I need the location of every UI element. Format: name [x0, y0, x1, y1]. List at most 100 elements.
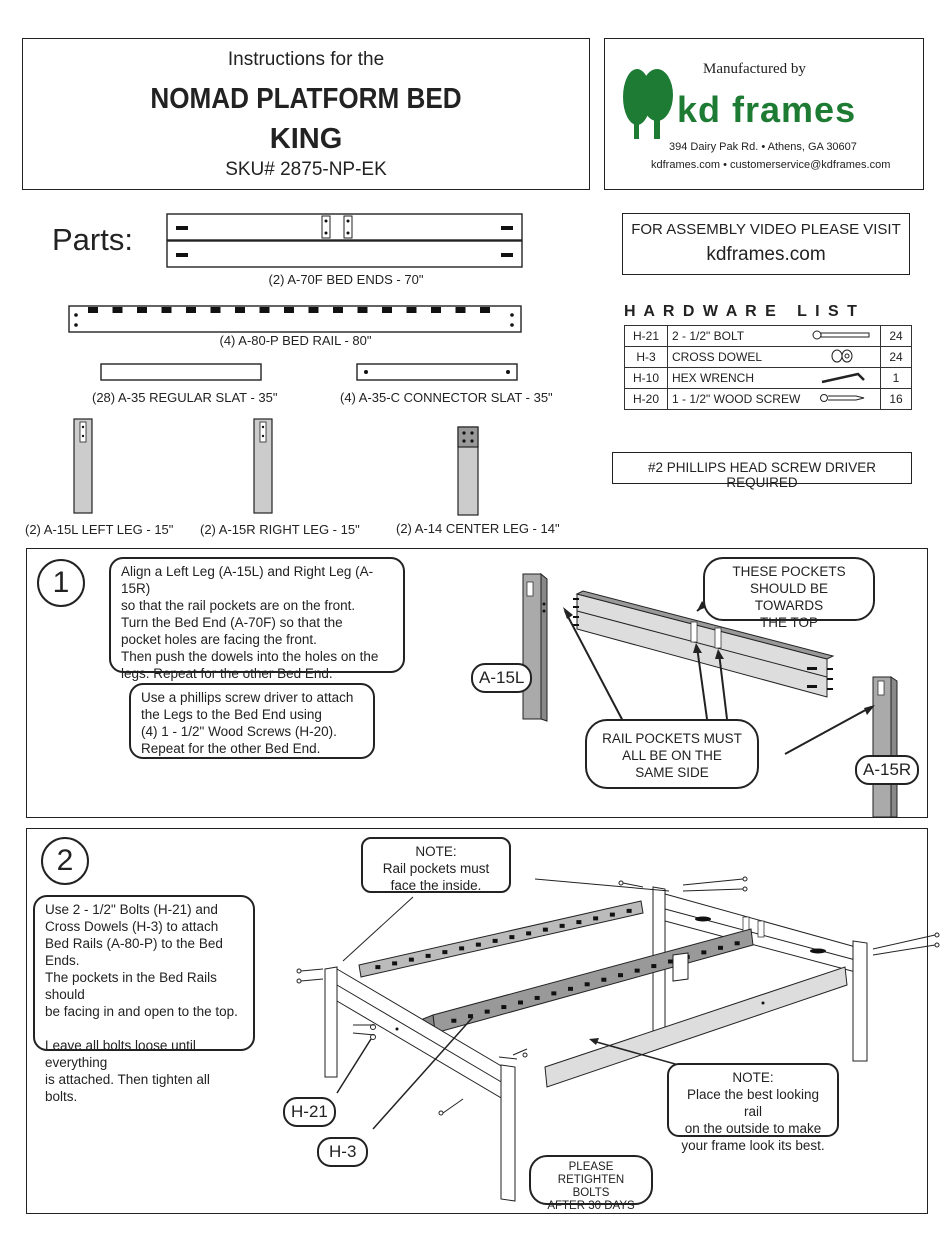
hardware-name: CROSS DOWEL — [667, 346, 806, 368]
connector-slat-drawing — [356, 363, 518, 381]
left-leg-drawing — [73, 418, 93, 514]
hardware-name: HEX WRENCH — [667, 367, 806, 389]
rail-pocket — [593, 916, 599, 921]
rail-pocket — [408, 957, 414, 962]
rail-pocket — [186, 307, 196, 313]
step2-label-dowel: H-3 — [317, 1137, 369, 1167]
rail-pocket — [559, 923, 565, 928]
parts-heading: Parts: — [52, 222, 133, 257]
hex-wrench-icon — [806, 367, 881, 389]
rail-pocket — [284, 307, 294, 313]
rail-pocket — [718, 945, 723, 950]
hardware-qty: 1 — [880, 367, 912, 389]
center-leg-label: (2) A-14 CENTER LEG - 14" — [396, 521, 560, 536]
rail-pocket — [451, 1018, 457, 1023]
rail-pocket — [425, 953, 431, 958]
step1-label-right-leg: A-15R — [855, 755, 920, 785]
step2-label-bolt: H-21 — [283, 1097, 336, 1127]
hardware-qty: 16 — [880, 388, 912, 410]
rail-pocket — [576, 920, 582, 925]
step1-assembly-drawing — [522, 572, 898, 818]
bed-ends-drawing — [166, 213, 523, 268]
rail-pocket — [210, 307, 221, 313]
product-size: KING — [269, 123, 343, 155]
rail-pocket — [626, 908, 632, 913]
step2-assembly-drawing — [296, 876, 940, 1202]
manufacturer-box: Manufactured by kd frames 394 Dairy Pak … — [604, 38, 924, 190]
hardware-code: H-21 — [624, 325, 668, 347]
rail-pocket — [568, 986, 573, 991]
product-title: NOMAD PLATFORM BED — [150, 83, 462, 115]
hardware-title: H A R D W A R E L I S T — [624, 303, 859, 320]
right-leg-drawing — [253, 418, 273, 514]
rail-pocket — [518, 1000, 523, 1005]
rail-pocket — [501, 1005, 507, 1010]
rail-pocket — [459, 946, 465, 951]
bed-ends-label: (2) A-70F BED ENDS - 70" — [268, 272, 424, 287]
rail-pocket — [542, 927, 548, 932]
hardware-name: 2 - 1/2" BOLT — [667, 325, 806, 347]
rail-pocket — [442, 950, 448, 955]
regular-slat-drawing — [100, 363, 262, 381]
rail-pocket — [534, 995, 540, 1000]
rail-pocket — [382, 307, 392, 313]
bed-rail-drawing — [68, 305, 522, 333]
step1-number: 1 — [37, 559, 85, 607]
video-box: FOR ASSEMBLY VIDEO PLEASE VISIT kdframes… — [622, 213, 910, 275]
hardware-code: H-3 — [624, 346, 668, 368]
rail-pocket — [551, 991, 557, 996]
center-leg-drawing — [457, 426, 479, 516]
title-box: Instructions for the NOMAD PLATFORM BED … — [22, 38, 590, 190]
product-sku: SKU# 2875-NP-EK — [225, 159, 387, 180]
cross-dowel-icon — [806, 346, 881, 368]
rail-pocket — [112, 307, 123, 313]
rail-pocket — [634, 968, 640, 973]
left-leg-label: (2) A-15L LEFT LEG - 15" — [25, 522, 174, 537]
step2-number: 2 — [41, 837, 89, 885]
brand-logo: kd frames — [677, 89, 857, 130]
rail-pocket — [584, 982, 590, 987]
rail-pocket — [601, 977, 607, 982]
rail-pocket — [492, 938, 498, 943]
video-url: kdframes.com — [706, 244, 826, 265]
rail-pocket — [235, 307, 245, 313]
rail-pocket — [509, 935, 515, 940]
rail-pocket — [468, 1014, 473, 1019]
rail-pocket — [526, 931, 532, 936]
driver-note: #2 PHILLIPS HEAD SCREW DRIVER REQUIRED — [647, 460, 877, 490]
manufactured-by: Manufactured by — [703, 61, 806, 77]
rail-pocket — [406, 307, 417, 313]
driver-note-box: #2 PHILLIPS HEAD SCREW DRIVER REQUIRED — [612, 452, 912, 490]
rail-pocket — [475, 942, 481, 947]
right-leg-label: (2) A-15R RIGHT LEG - 15" — [200, 522, 360, 537]
rail-pocket — [161, 307, 172, 313]
address: 394 Dairy Pak Rd. • Athens, GA 30607 — [669, 141, 857, 153]
rail-pocket — [480, 307, 490, 313]
hardware-name: 1 - 1/2" WOOD SCREW — [667, 388, 806, 410]
rail-pocket — [392, 961, 398, 966]
rail-pocket — [455, 307, 466, 313]
rail-pocket — [609, 912, 615, 917]
bed-rail-label: (4) A-80-P BED RAIL - 80" — [219, 333, 372, 348]
bolt-icon — [806, 325, 881, 347]
title-intro: Instructions for the — [227, 49, 385, 70]
rail-pocket — [484, 1009, 490, 1014]
step1-label-left-leg: A-15L — [471, 663, 533, 693]
hardware-qty: 24 — [880, 346, 912, 368]
tree-logo-icon — [623, 69, 673, 139]
contact: kdframes.com • customerservice@kdframes.… — [651, 159, 891, 171]
rail-pocket — [357, 307, 368, 313]
rail-pocket — [259, 307, 270, 313]
rail-pocket — [88, 307, 98, 313]
rail-pocket — [137, 307, 147, 313]
